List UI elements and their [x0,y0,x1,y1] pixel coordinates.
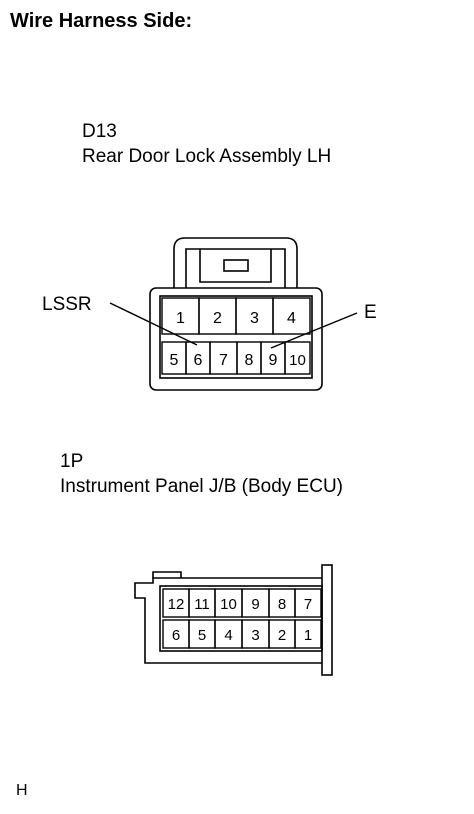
pin-cell: 7 [209,341,238,375]
pin-label: 10 [289,352,306,369]
pin-cell: 6 [162,619,190,649]
connector-1p-body [134,577,322,664]
pin-label: 2 [213,310,222,327]
pin-cell-6: 6 [185,341,211,375]
pin-cell: 10 [214,588,243,618]
pin-cell: 5 [188,619,216,649]
pin-cell: 8 [236,341,262,375]
pin-cell: 3 [235,297,274,335]
pin-cell: 1 [294,619,322,649]
pin-label: 6 [172,627,180,644]
pin-cell: 3 [241,619,270,649]
pin-label: 12 [168,596,185,613]
pin-cell: 2 [268,619,296,649]
pin-label: 10 [220,596,237,613]
pin-cell: 10 [284,341,311,375]
connector-d13-body [149,287,323,391]
pin-label: 3 [250,310,259,327]
connector-1p-code: 1P [60,451,84,472]
pin-label: 5 [198,627,206,644]
callout-leader-e [270,312,358,349]
pin-label: 6 [194,352,203,369]
callout-leader-lssr [109,302,198,346]
connector-d13-latch [173,237,298,288]
pin-label: 1 [176,310,185,327]
connector-d13-top-pins: 1 2 3 4 [161,297,311,335]
pin-label: 1 [304,627,312,644]
pin-cell: 4 [214,619,243,649]
connector-d13-code: D13 [82,121,117,142]
callout-label-e: E [364,302,377,323]
pin-cell: 12 [162,588,190,618]
pin-cell: 4 [272,297,311,335]
pin-cell: 5 [161,341,187,375]
pin-label: 5 [170,352,179,369]
connector-d13 [149,237,323,391]
connector-1p-flange [321,564,333,676]
pin-label: 2 [278,627,286,644]
connector-1p-top-pins: 12 11 10 9 8 7 [162,588,322,618]
connector-1p [134,564,333,676]
pin-label: 3 [251,627,259,644]
connector-d13-name: Rear Door Lock Assembly LH [82,146,332,167]
pin-label: 7 [304,596,312,613]
pin-label: 8 [245,352,254,369]
pin-label: 4 [224,627,232,644]
connector-1p-bottom-pins: 6 5 4 3 2 1 [162,619,322,649]
pin-label: 4 [287,310,296,327]
callout-label-lssr: LSSR [42,294,92,315]
pin-label: 11 [194,596,210,613]
pin-cell: 2 [198,297,237,335]
pin-label: 8 [278,596,286,613]
page-title: Wire Harness Side: [10,10,193,32]
pin-label: 9 [269,352,278,369]
pin-cell: 9 [241,588,270,618]
pin-cell: 11 [188,588,216,618]
diagram-code: H [16,782,28,799]
pin-label: 9 [251,596,259,613]
pin-cell: 7 [294,588,322,618]
connector-1p-name: Instrument Panel J/B (Body ECU) [60,476,343,497]
pin-cell: 1 [161,297,200,335]
pin-label: 7 [219,352,228,369]
connector-d13-bottom-pins: 5 6 7 8 9 10 [161,341,311,375]
pin-cell: 8 [268,588,296,618]
